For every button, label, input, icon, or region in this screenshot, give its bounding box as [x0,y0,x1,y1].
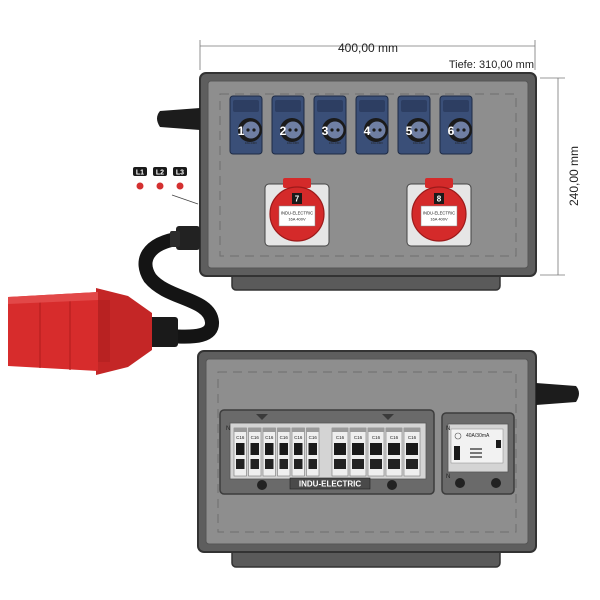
circuit-breaker[interactable]: C16 [248,427,262,477]
breaker-rating: C16 [390,435,399,440]
rcd-enclosure: N N 40A/30mA [441,412,515,495]
circuit-breaker[interactable]: C16 [349,427,367,477]
breaker-rating: C16 [354,435,363,440]
breaker-toggle[interactable] [308,443,318,455]
phase-l2-label: L2 [156,170,164,177]
width-label: 400,00 mm [338,41,398,55]
rcd-toggle[interactable] [454,446,460,460]
schuko-number: 2 [280,124,287,138]
depth-label: Tiefe: 310,00 mm [449,59,534,71]
circuit-breaker[interactable]: C16 [385,427,403,477]
phase-indicators: L1 L2 L3 [133,167,199,205]
breaker-toggle[interactable] [334,443,346,455]
breaker-rating: C16 [236,435,245,440]
schuko-rating: 16A 230V [455,141,467,145]
breaker-toggle[interactable] [370,443,382,455]
cee-brand: INDU-ELECTRIC [281,211,313,216]
width-dimension: 400,00 mm [199,40,536,70]
breaker-bank-left: C16 C16 C16 C16 C16 C16 [233,427,320,477]
circuit-breaker[interactable]: C16 [233,427,247,477]
top-left-handle [157,108,200,130]
phase-l1-lamp [136,182,144,190]
breaker-rating: C16 [280,435,289,440]
circuit-breaker[interactable]: C16 [262,427,276,477]
cee-number: 7 [295,195,300,204]
schuko-number: 1 [238,124,245,138]
rcd-rating-label: 40A/30mA [466,433,490,439]
breaker-rating: C16 [336,435,345,440]
breaker-toggle[interactable] [294,443,303,455]
breaker-toggle[interactable] [388,443,400,455]
cable-gland [176,226,200,250]
rcd-n-bottom: N [446,474,450,480]
schuko-rating: 16A 230V [371,141,383,145]
circuit-breaker[interactable]: C16 [403,427,421,477]
breaker-rating: C16 [372,435,381,440]
schuko-rating: 16A 230V [413,141,425,145]
cee-brand: INDU-ELECTRIC [423,211,455,216]
rcd-n-top: N [446,426,450,432]
schuko-number: 3 [322,124,329,138]
circuit-breaker[interactable]: C16 [306,427,320,477]
schuko-rating: 16A 230V [287,141,299,145]
cee-number: 8 [437,195,442,204]
cee-rating: 16A 400V [288,217,306,222]
phase-l3-label: L3 [176,170,184,177]
supply-cable [138,226,219,344]
circuit-breaker[interactable]: C16 [331,427,349,477]
cee-rating: 16A 400V [430,217,448,222]
height-dimension: 240,00 mm [540,77,581,276]
cee-plug [8,288,178,375]
breaker-toggle[interactable] [279,443,289,455]
breaker-bank-right: C16 C16 C16 C16 C16 [331,427,421,477]
breaker-toggle[interactable] [352,443,364,455]
breaker-rating: C16 [309,435,318,440]
bottom-right-handle [536,383,579,405]
phase-l3-lamp [176,182,184,190]
breaker-toggle[interactable] [236,443,245,455]
height-label: 240,00 mm [567,146,581,206]
schuko-number: 6 [448,124,455,138]
left-neutral-label: N [226,426,230,432]
schuko-rating: 16A 230V [245,141,257,145]
circuit-breaker[interactable]: C16 [367,427,385,477]
phase-l1-label: L1 [136,170,144,177]
breaker-toggle[interactable] [265,443,274,455]
schuko-rating: 16A 230V [329,141,341,145]
schuko-number: 5 [406,124,413,138]
breaker-rating: C16 [251,435,260,440]
breaker-rating: C16 [265,435,274,440]
breaker-rating: C16 [408,435,417,440]
brand-plate: INDU-ELECTRIC [299,480,361,489]
breaker-rating: C16 [294,435,303,440]
circuit-breaker[interactable]: C16 [277,427,291,477]
phase-l2-lamp [156,182,164,190]
circuit-breaker[interactable]: C16 [291,427,305,477]
breaker-toggle[interactable] [406,443,418,455]
breaker-toggle[interactable] [250,443,260,455]
schuko-number: 4 [364,124,371,138]
